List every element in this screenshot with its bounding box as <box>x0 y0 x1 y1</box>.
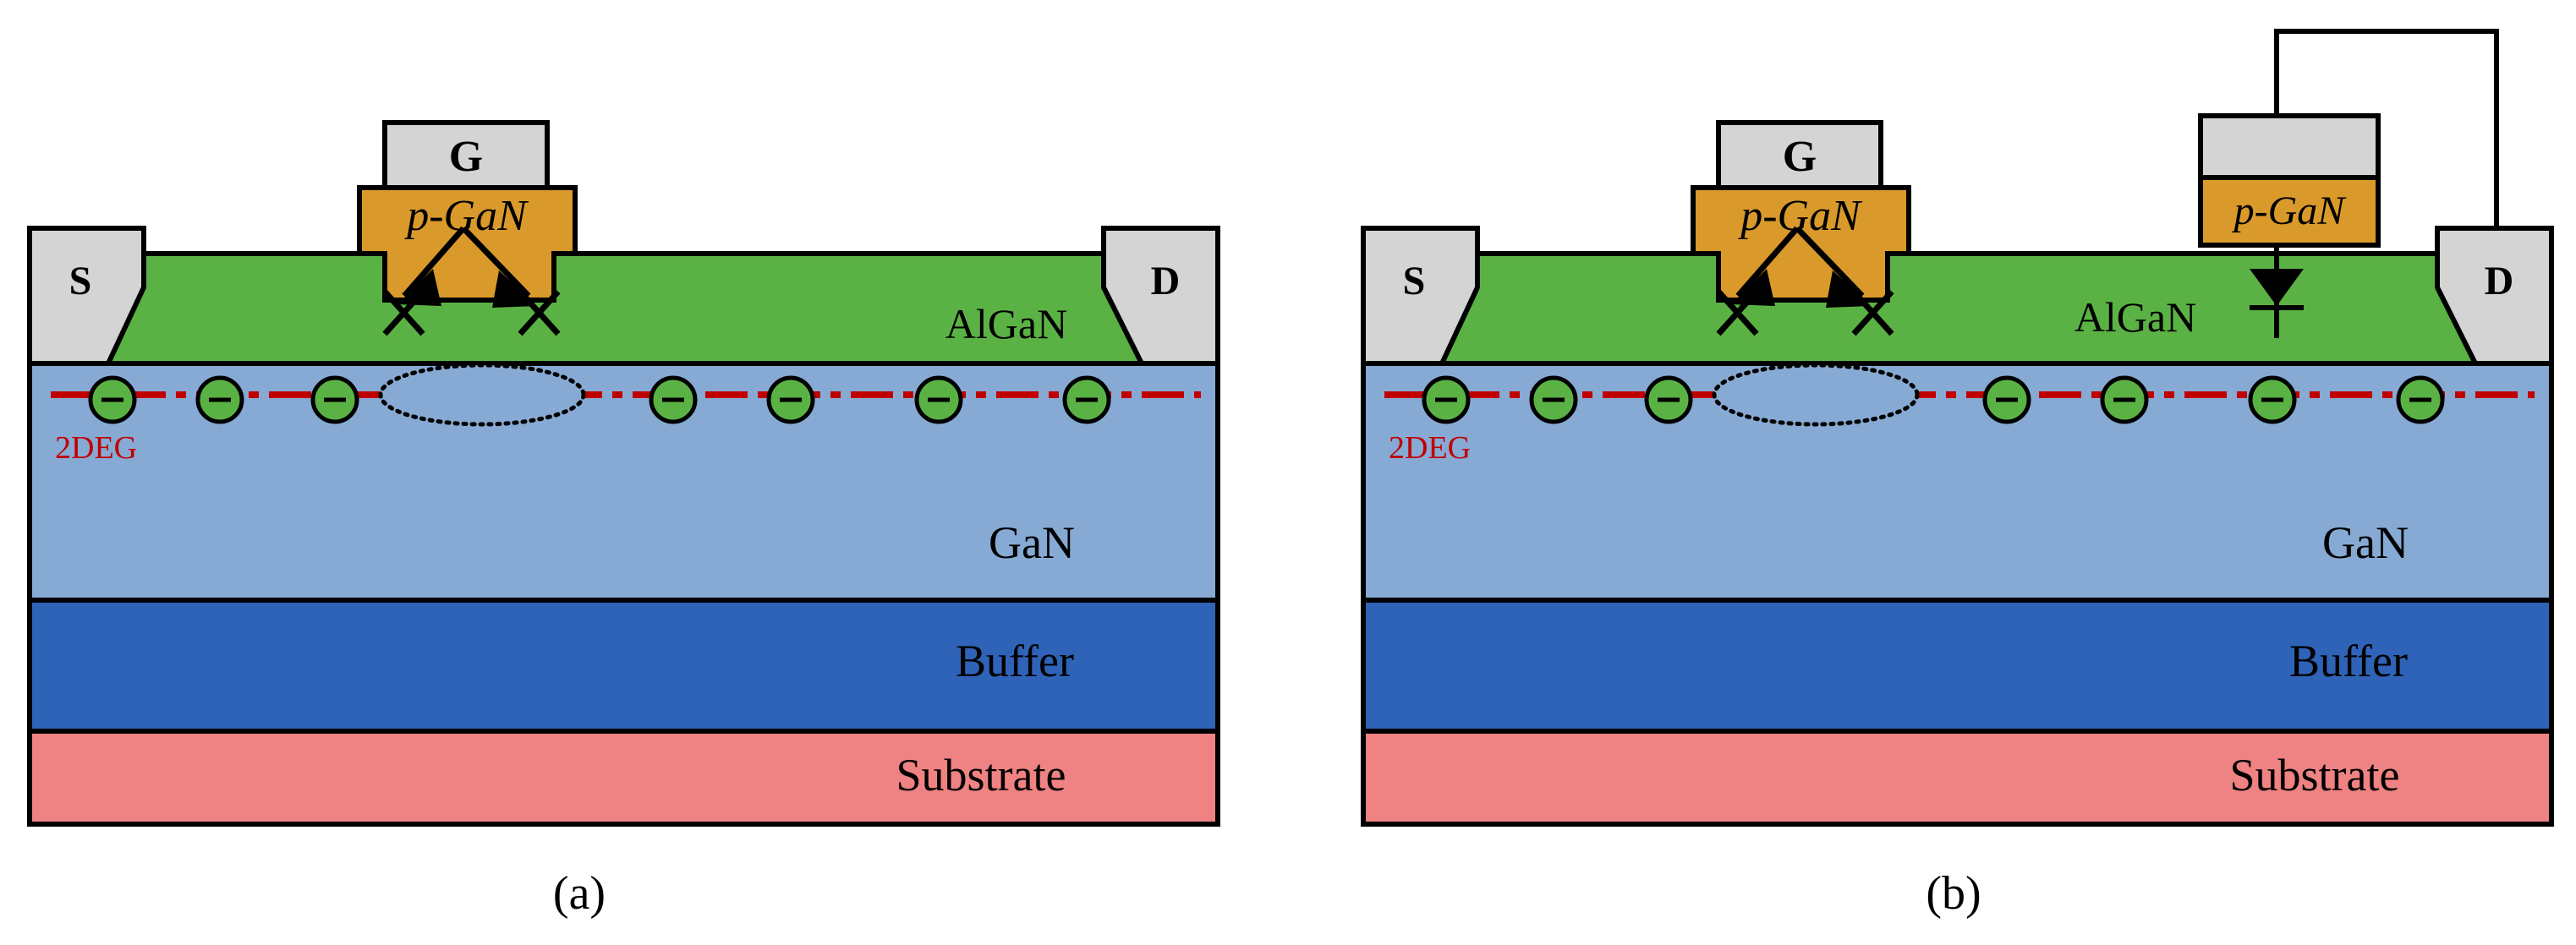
gate-label: G <box>449 133 483 181</box>
substrate-layer <box>1361 729 2554 827</box>
source-label: S <box>69 259 92 303</box>
cross-icon <box>1851 289 1894 336</box>
pgan-label: p-GaN <box>403 192 529 240</box>
diode-icon <box>402 226 466 298</box>
drain-label: D <box>2485 259 2514 303</box>
electron-minus-icon <box>2248 375 2297 424</box>
buffer-label: Buffer <box>956 636 1074 686</box>
depletion-region <box>378 363 586 427</box>
drain-label: D <box>1151 259 1181 303</box>
panel-b: S D G p-GaN p-GaN AlGaN 2DEG GaN Buffer … <box>1361 29 2554 920</box>
substrate-label: Substrate <box>2230 750 2400 800</box>
buffer-layer <box>1361 598 2554 734</box>
panel-a: S D G p-GaN AlGaN 2DEG GaN Buffer Substr… <box>27 120 1220 920</box>
source-label: S <box>1403 259 1426 303</box>
algan-label: AlGaN <box>2075 293 2196 341</box>
electron-minus-icon <box>1644 375 1693 424</box>
electron-minus-icon <box>649 375 698 424</box>
caption-a: (a) <box>553 867 606 920</box>
electron-minus-icon <box>310 375 359 424</box>
diode-icon <box>1795 226 1865 298</box>
electron-minus-icon <box>195 375 244 424</box>
algan-label: AlGaN <box>945 300 1067 347</box>
diode-icon <box>461 226 531 298</box>
source-contact <box>27 226 146 366</box>
drain-connection-wire <box>2274 29 2499 228</box>
drain-metal-contact <box>2198 113 2381 180</box>
substrate-layer <box>27 729 1220 827</box>
gate-contact <box>382 120 550 190</box>
electron-minus-icon <box>2396 375 2445 424</box>
electron-minus-icon <box>766 375 815 424</box>
buffer-label: Buffer <box>2289 636 2408 686</box>
drain-contact <box>2435 226 2554 366</box>
cross-icon <box>382 289 425 336</box>
electron-minus-icon <box>914 375 963 424</box>
pgan-drain-label: p-GaN <box>2232 188 2348 233</box>
pgan-label: p-GaN <box>1737 192 1863 240</box>
gate-diodes <box>1716 226 1894 336</box>
gan-label: GaN <box>2322 517 2409 568</box>
buffer-layer <box>27 598 1220 734</box>
electron-minus-icon <box>1422 375 1471 424</box>
source-contact <box>1361 226 1480 366</box>
depletion-region <box>1712 363 1920 427</box>
2deg-label: 2DEG <box>1389 430 1471 466</box>
drain-contact <box>1101 226 1220 366</box>
diode-icon <box>1735 226 1800 298</box>
electron-minus-icon <box>1982 375 2031 424</box>
electrons <box>1422 375 2445 424</box>
2deg-label: 2DEG <box>55 430 137 466</box>
diode-icon <box>2250 245 2304 338</box>
electron-minus-icon <box>1062 375 1111 424</box>
electrons <box>88 375 1111 424</box>
gan-label: GaN <box>989 517 1075 568</box>
caption-b: (b) <box>1926 867 1981 920</box>
cross-icon <box>1716 289 1759 336</box>
electron-minus-icon <box>88 375 137 424</box>
electron-minus-icon <box>1529 375 1578 424</box>
substrate-label: Substrate <box>896 750 1066 800</box>
electron-minus-icon <box>2100 375 2149 424</box>
cross-icon <box>518 289 561 336</box>
gate-diodes <box>382 226 561 336</box>
gate-contact <box>1716 120 1883 190</box>
gate-label: G <box>1783 133 1817 181</box>
algan-layer <box>1361 251 2554 366</box>
